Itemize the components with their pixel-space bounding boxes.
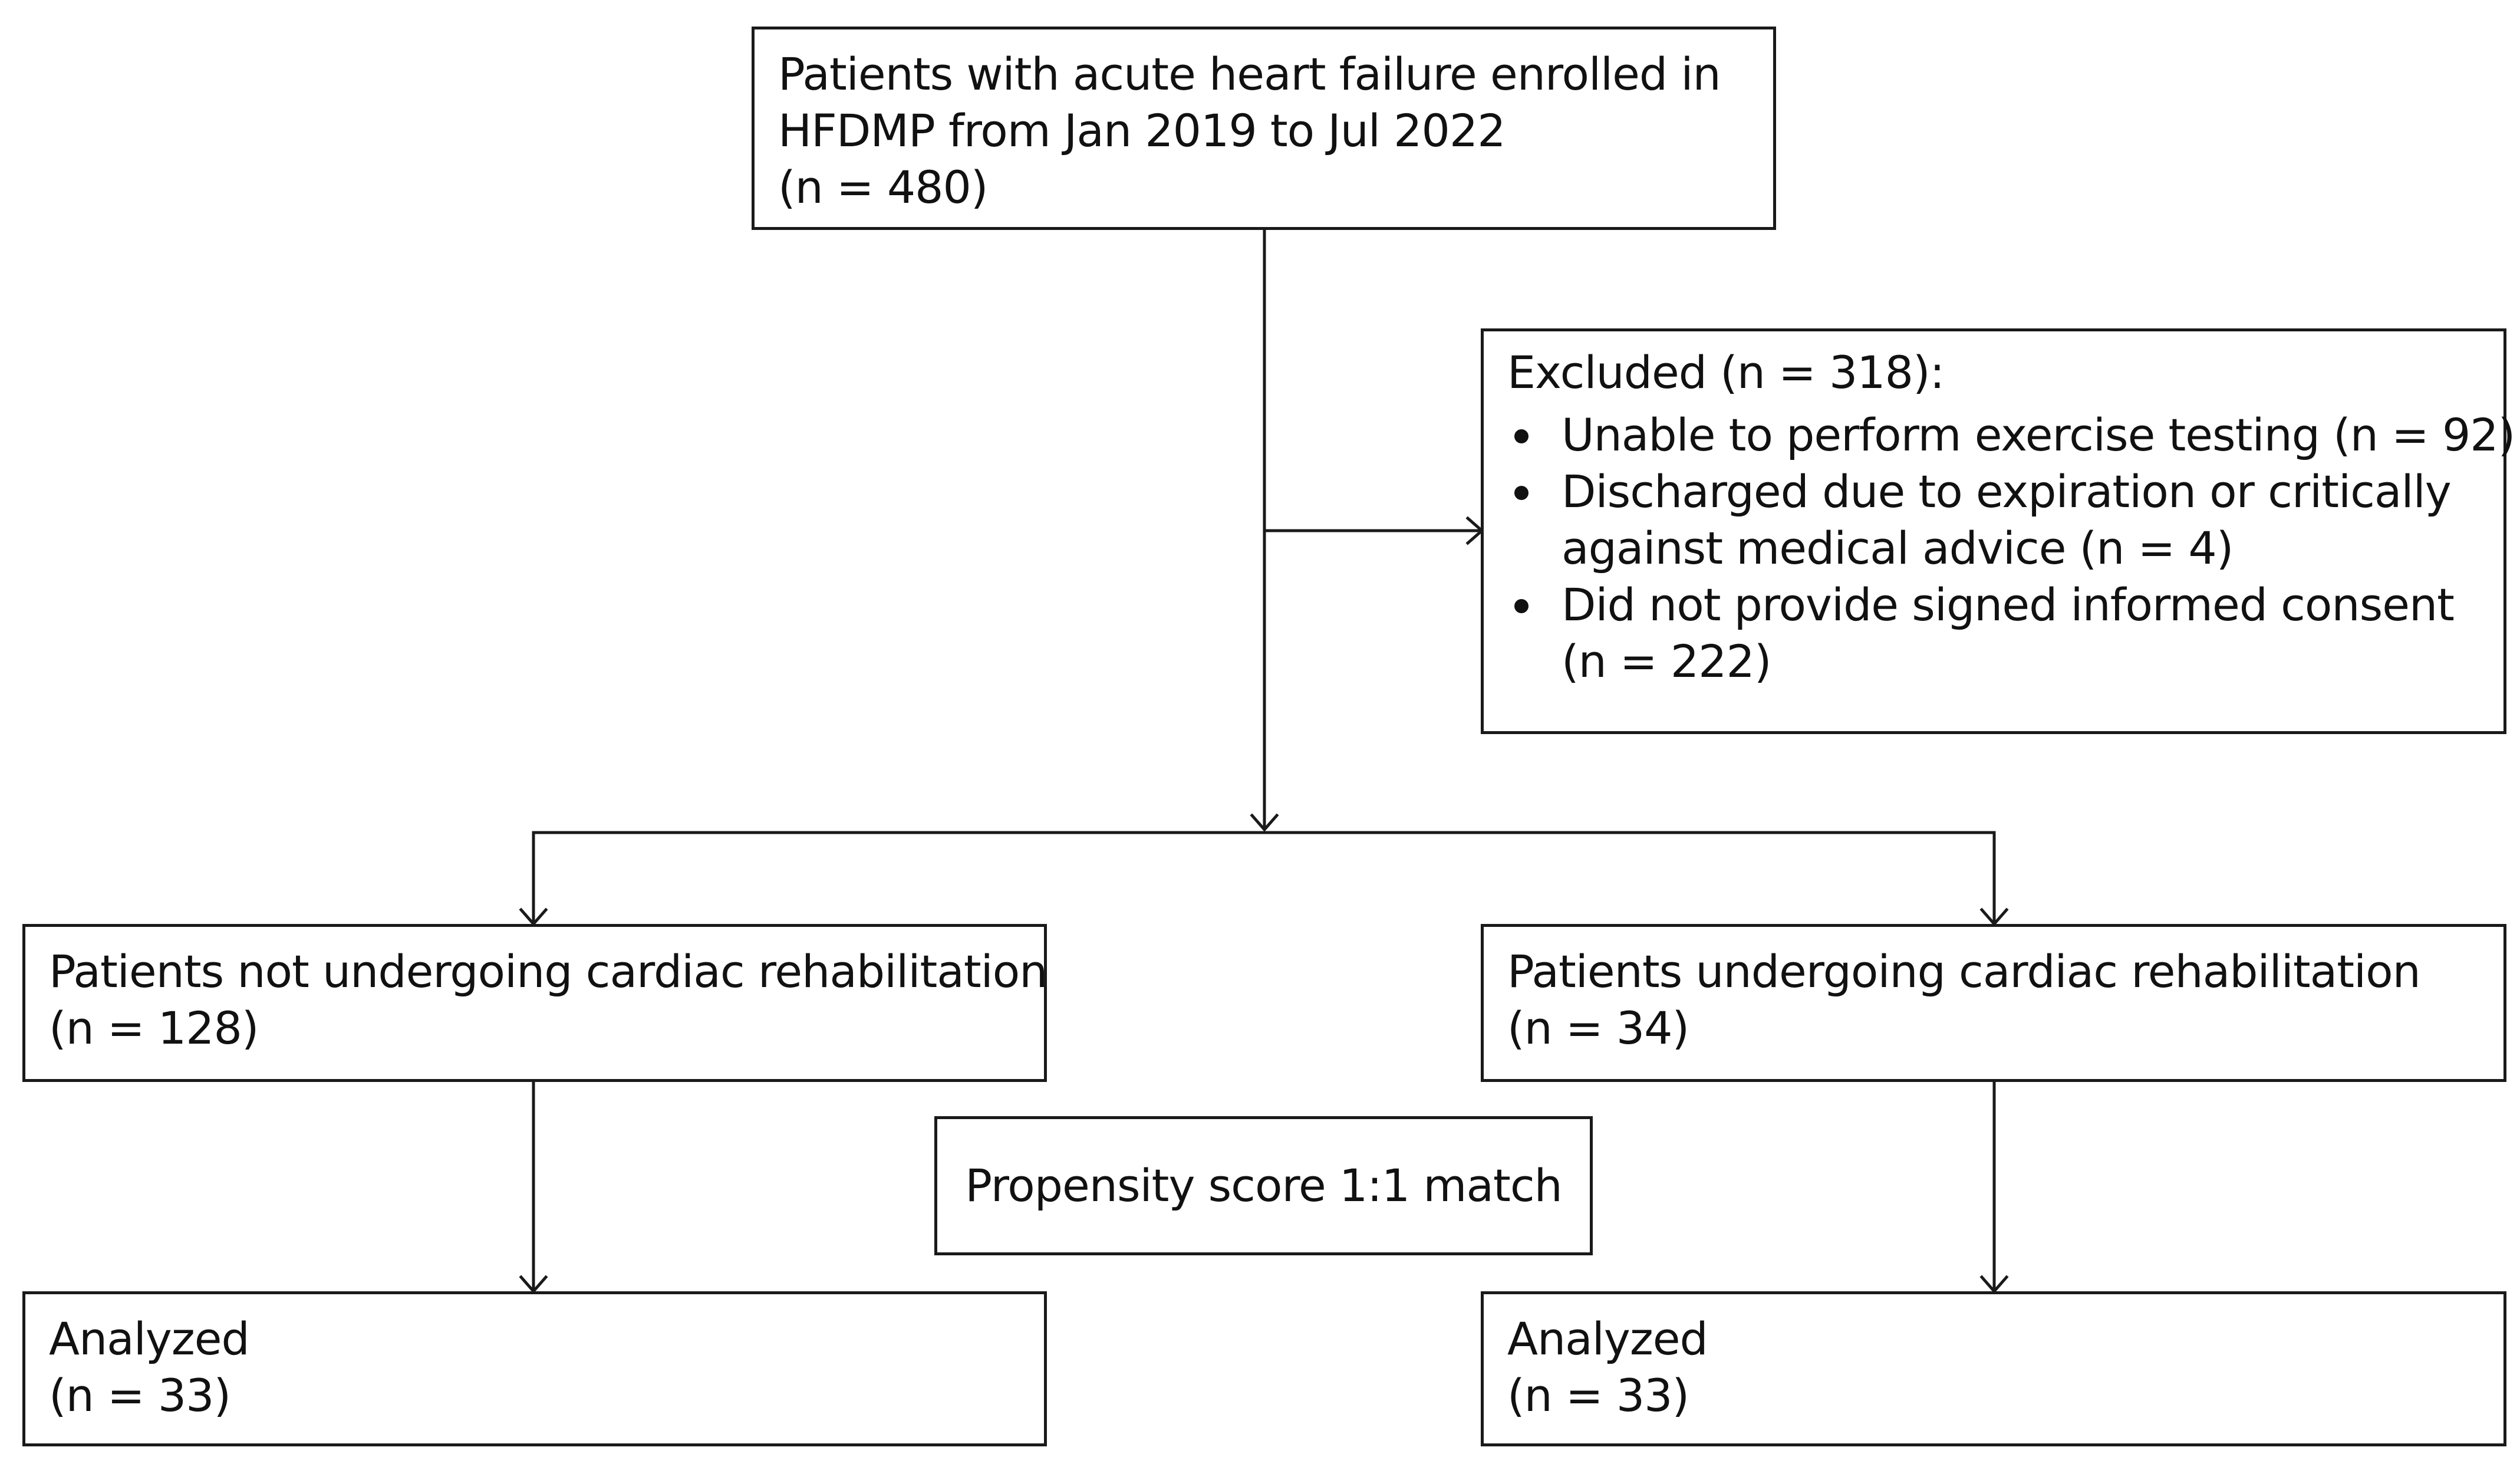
analyzed-left-line-2: (n = 33) — [49, 1369, 231, 1422]
propensity-match-box: Propensity score 1:1 match — [934, 1116, 1593, 1255]
analyzed-right-box: Analyzed (n = 33) — [1481, 1291, 2506, 1446]
enrolled-box: Patients with acute heart failure enroll… — [752, 27, 1776, 230]
rehab-box: Patients undergoing cardiac rehabilitati… — [1481, 924, 2506, 1082]
not-rehab-line-1: Patients not undergoing cardiac rehabili… — [49, 945, 1047, 998]
exclusion-item-3-line-2: (n = 222) — [1562, 635, 1772, 688]
exclusion-item: Did not provide signed informed consent … — [1507, 577, 2480, 690]
rehab-line-1: Patients undergoing cardiac rehabilitati… — [1507, 945, 2421, 998]
exclusion-item-1-line-1: Unable to perform exercise testing (n = … — [1562, 409, 2515, 461]
exclusion-item: Unable to perform exercise testing (n = … — [1507, 407, 2515, 463]
rehab-line-2: (n = 34) — [1507, 1002, 1689, 1054]
propensity-match-label: Propensity score 1:1 match — [965, 1159, 1563, 1212]
analyzed-left-line-1: Analyzed — [49, 1313, 250, 1365]
enrolled-line-3: (n = 480) — [778, 161, 989, 213]
excluded-box: Excluded (n = 318): Unable to perform ex… — [1481, 328, 2515, 734]
exclusion-item: Discharged due to expiration or critical… — [1507, 463, 2480, 577]
analyzed-left-box: Analyzed (n = 33) — [22, 1291, 1047, 1446]
exclusion-item-3-line-1: Did not provide signed informed consent — [1562, 578, 2455, 631]
excluded-title: Excluded (n = 318): — [1507, 346, 1945, 399]
analyzed-right-line-1: Analyzed — [1507, 1313, 1708, 1365]
not-rehab-box: Patients not undergoing cardiac rehabili… — [22, 924, 1047, 1082]
exclusion-list: Unable to perform exercise testing (n = … — [1507, 407, 2515, 690]
exclusion-item-2-line-2: against medical advice (n = 4) — [1562, 522, 2234, 574]
exclusion-item-2-line-1: Discharged due to expiration or critical… — [1562, 465, 2452, 518]
arrowhead-main-trunk — [1250, 813, 1279, 832]
enrolled-line-1: Patients with acute heart failure enroll… — [778, 48, 1721, 100]
analyzed-right-line-2: (n = 33) — [1507, 1369, 1689, 1422]
enrolled-line-2: HFDMP from Jan 2019 to Jul 2022 — [778, 104, 1506, 157]
not-rehab-line-2: (n = 128) — [49, 1002, 259, 1054]
